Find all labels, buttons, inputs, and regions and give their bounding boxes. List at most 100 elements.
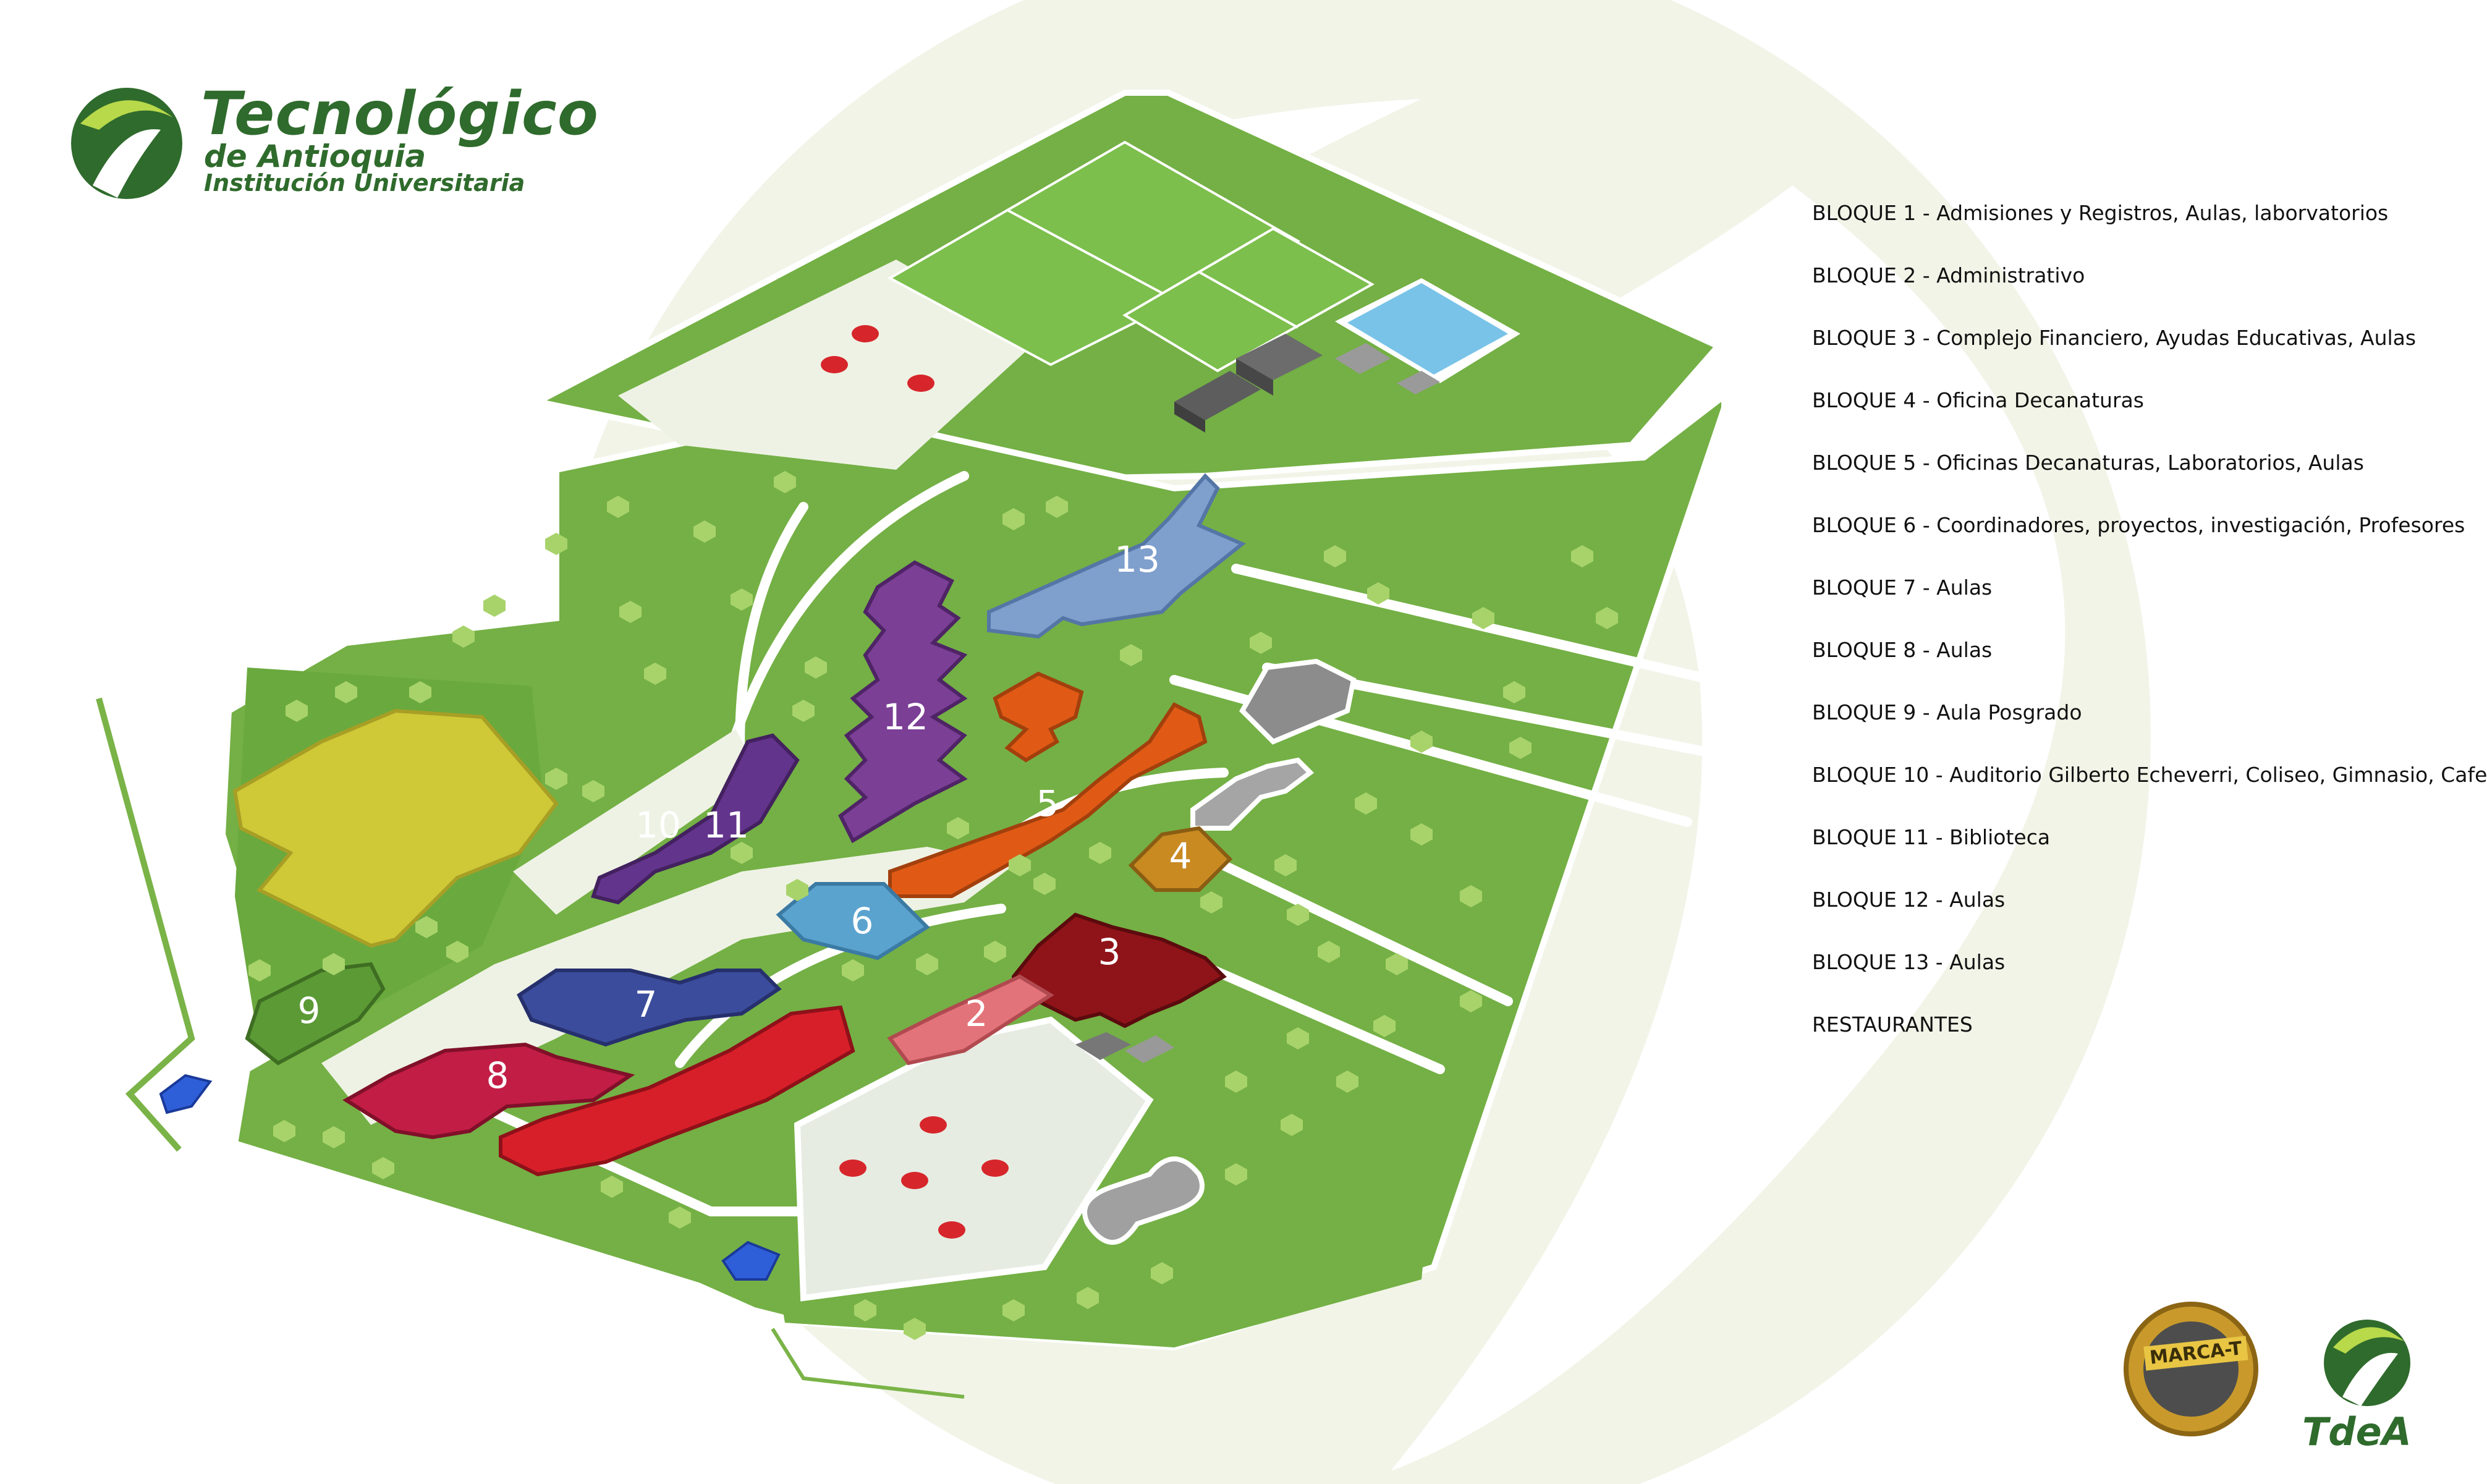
tree-icon [693,520,716,543]
tree-icon [1287,904,1309,926]
tree-icon [1200,891,1222,914]
legend-item: BLOQUE 12 - Aulas [1812,888,2006,912]
gray-building-capsule [1082,1156,1205,1245]
tree-icon [1373,1015,1396,1037]
block-1-building[interactable] [499,1005,855,1177]
tree-icon [323,1126,345,1148]
tree-icon [731,588,753,611]
legend-item: BLOQUE 3 - Complejo Financiero, Ayudas E… [1812,326,2417,350]
tree-icon [1077,1287,1099,1309]
tree-icon [1410,823,1433,846]
tree-icon [452,625,475,648]
tdea-logo-icon [2324,1320,2410,1406]
gray-buildings-north [1174,334,1440,433]
legend-item: BLOQUE 8 - Aulas [1812,638,1993,662]
tree-icon [1367,582,1389,604]
tree-icon [854,1299,876,1321]
block-4-building[interactable] [1128,826,1233,892]
tree-icon [1225,1163,1247,1185]
gray-building-east-2 [1190,757,1315,831]
tree-icon [1151,1262,1173,1284]
block-9-building[interactable] [245,962,386,1066]
legend-item: BLOQUE 5 - Oficinas Decanaturas, Laborat… [1812,451,2364,475]
legend-item: BLOQUE 7 - Aulas [1812,575,1993,600]
legend-item: BLOQUE 6 - Coordinadores, proyectos, inv… [1812,513,2465,537]
block-10-label: 10 [635,804,681,846]
south-boundary-path [771,1328,965,1399]
restaurant-south[interactable] [721,1240,781,1281]
tree-icon [1410,731,1433,753]
tree-icon [731,842,753,864]
block-7-building[interactable] [517,969,782,1047]
tree-icon [409,681,431,703]
block-8-label: 8 [486,1054,509,1096]
block-6-building[interactable] [776,882,930,960]
legend-item: BLOQUE 2 - Administrativo [1812,263,2085,287]
tree-icon [619,601,642,623]
tree-icon [1287,1027,1309,1049]
block-5-annex[interactable] [993,671,1084,763]
block-13-label: 13 [1114,538,1160,580]
institution-logo-icon [71,88,182,199]
legend-item: BLOQUE 10 - Auditorio Gilberto Echeverri… [1812,763,2487,787]
tree-icon [1472,607,1494,629]
tree-icon [1274,854,1297,876]
block-9-label: 9 [297,990,321,1032]
block-5-label: 5 [1036,782,1059,825]
legend-item: BLOQUE 9 - Aula Posgrado [1812,700,2082,724]
block-7-label: 7 [634,983,658,1025]
block-13-building[interactable] [987,473,1246,639]
west-boundary-path [96,697,195,1152]
tree-icon [1318,941,1340,963]
tree-icon [545,768,567,790]
tree-icon [1355,792,1377,815]
block-11-label: 11 [703,804,749,846]
tree-icon [669,1206,691,1229]
tdea-short-logo: TdeA [2302,1409,2412,1454]
block-12-label: 12 [883,696,928,738]
block-3-building[interactable] [1012,912,1227,1028]
institution-subtitle-2: Institución Universitaria [204,169,525,197]
restaurant-west[interactable] [159,1074,213,1114]
legend-item: BLOQUE 1 - Admisiones y Registros, Aulas… [1812,201,2389,225]
block-11-building[interactable] [591,733,800,905]
tree-icon [1002,508,1025,530]
tree-icon [607,496,629,518]
block-12-building[interactable] [838,560,968,844]
block-8-building[interactable] [342,1042,635,1140]
tree-icon [582,780,604,802]
tree-icon [335,681,357,703]
campus-blocks [232,473,1246,1140]
tree-icon [644,663,666,685]
tree-icon [792,700,815,722]
tree-icon [1002,1299,1025,1321]
tree-icon [1509,737,1532,759]
block-3-label: 3 [1098,931,1121,973]
tree-icon [1225,1071,1247,1093]
tree-icon [1089,842,1111,864]
car-icon [821,356,848,373]
car-icon [907,375,934,392]
car-icon [981,1160,1009,1177]
swimming-pool [1335,278,1520,383]
tree-icon [1460,990,1482,1012]
tree-icon [774,471,796,493]
tree-icon [805,656,827,679]
block-2-building[interactable] [887,974,1054,1066]
legend-item: RESTAURANTES [1812,1012,1973,1037]
tree-icon [1046,496,1068,518]
parking-cars [821,325,1009,1239]
tree-icon [273,1120,295,1142]
tree-icon [1009,854,1031,876]
tree-icon [323,953,345,975]
tree-icon [545,533,567,555]
legend-item: BLOQUE 11 - Biblioteca [1812,825,2051,849]
block-10-building[interactable] [232,708,559,948]
tree-icon [984,941,1006,963]
block-5-building[interactable] [888,702,1208,898]
tree-icon [1120,644,1142,666]
tree-icon [601,1176,623,1198]
car-icon [852,325,879,342]
tree-icon [248,959,271,982]
